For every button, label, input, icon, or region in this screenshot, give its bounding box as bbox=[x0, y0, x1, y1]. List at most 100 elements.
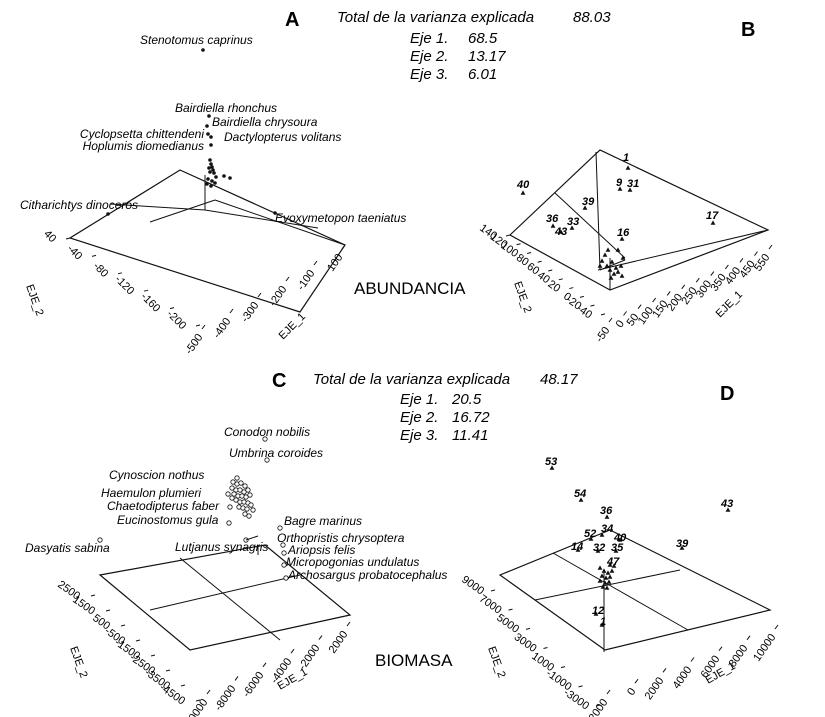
panel-c-x-tick-mark bbox=[206, 689, 211, 695]
panel-a-point-label: Bairdiella rhonchus bbox=[175, 101, 277, 115]
panel-a-point bbox=[210, 165, 214, 169]
panel-a-variance-axis-label: Eje 2. bbox=[410, 48, 448, 65]
panel-c-point bbox=[229, 485, 235, 491]
panel-b-point bbox=[615, 269, 621, 274]
panel-b-point bbox=[613, 265, 619, 270]
panel-d-point bbox=[604, 585, 610, 590]
panel-a-grid-line bbox=[204, 209, 319, 229]
panel-a-grid-line bbox=[214, 199, 346, 246]
panel-d-point bbox=[613, 548, 619, 553]
panel-b-grid-line bbox=[599, 259, 626, 271]
panel-b-point-label: 1 bbox=[623, 152, 629, 164]
panel-c-point bbox=[277, 525, 283, 531]
panel-b-point bbox=[550, 223, 556, 228]
panel-d-y-axis-label: EJE_2 bbox=[485, 645, 507, 680]
panel-c-point-label: Archosargus probatocephalus bbox=[287, 568, 447, 582]
panel-c-point bbox=[231, 491, 237, 497]
panel-b-point bbox=[710, 220, 716, 225]
panel-a-point bbox=[211, 168, 215, 172]
panel-d-point-label: 54 bbox=[574, 488, 586, 500]
panel-d-point bbox=[602, 580, 608, 585]
panel-a-point bbox=[213, 181, 217, 185]
panel-b-grid-line bbox=[595, 151, 601, 271]
panel-a-point bbox=[228, 176, 232, 180]
panel-b-point bbox=[520, 190, 526, 195]
panel-a-point bbox=[209, 184, 213, 188]
panel-c-variance-axis-value: 20.5 bbox=[451, 391, 482, 408]
panel-d-point-label: 36 bbox=[600, 505, 613, 517]
panel-b-x-tick-mark bbox=[768, 244, 773, 250]
panel-d-y-tick-label: -3000 bbox=[561, 686, 591, 712]
panel-c-x-tick-mark bbox=[346, 621, 351, 627]
panel-a-plot-frame bbox=[68, 169, 346, 313]
panel-d-point bbox=[606, 579, 612, 584]
panel-d-point bbox=[617, 537, 623, 542]
panel-b-point bbox=[597, 263, 603, 268]
panel-b-point bbox=[619, 236, 625, 241]
panel-b-point-label: 36 bbox=[546, 213, 559, 225]
panel-c-y-tick-mark bbox=[180, 684, 186, 687]
panel-d-x-tick-mark bbox=[634, 678, 639, 684]
panel-c-point bbox=[262, 436, 268, 442]
panel-c-variance-axis-value: 16.72 bbox=[452, 409, 490, 426]
panel-b-point bbox=[569, 225, 575, 230]
panel-c-y-tick-mark bbox=[90, 594, 96, 597]
panel-a-x-tick-label: -500 bbox=[183, 332, 205, 357]
panel-b-point bbox=[625, 165, 631, 170]
panel-b-point bbox=[618, 263, 624, 268]
panel-c-x-tick-mark bbox=[234, 676, 239, 681]
panel-b-y-tick-mark bbox=[600, 313, 606, 316]
panel-a-point bbox=[212, 171, 216, 175]
panel-b-point bbox=[627, 187, 633, 192]
panel-b-y-tick-mark bbox=[505, 234, 511, 237]
panel-d-y-tick-mark bbox=[525, 627, 531, 630]
panel-d-x-tick-mark bbox=[774, 624, 779, 630]
panel-a-y-tick-mark bbox=[91, 254, 97, 257]
panel-c-point bbox=[242, 483, 248, 489]
panel-c-x-tick-mark bbox=[262, 662, 267, 668]
panel-a-variance-total: 88.03 bbox=[573, 9, 611, 26]
panel-a-point bbox=[208, 170, 212, 174]
panel-c-point-label: Ariopsis felis bbox=[287, 543, 355, 557]
panel-d-y-tick-mark bbox=[595, 704, 601, 707]
panel-c-variance-title: Total de la varianza explicada bbox=[313, 371, 510, 388]
panel-b-x-tick-mark bbox=[652, 297, 657, 303]
panel-a-variance-axis-value: 13.17 bbox=[468, 48, 506, 65]
panel-a-point-label: Bairdiella chrysoura bbox=[212, 115, 318, 129]
panel-c-point bbox=[283, 575, 289, 581]
panel-b-grid-line bbox=[554, 192, 626, 259]
panel-d-point-label: 34 bbox=[601, 523, 613, 535]
panel-d-point bbox=[597, 565, 603, 570]
panel-a-point bbox=[209, 143, 213, 147]
panel-b-point bbox=[619, 273, 625, 278]
panel-b-x-tick-mark bbox=[695, 277, 700, 283]
panel-c-x-tick-label: -8000 bbox=[212, 683, 238, 713]
panel-a-variance-axis-value: 6.01 bbox=[468, 66, 497, 83]
panel-d-point-label: 52 bbox=[584, 528, 596, 540]
panel-a-y-tick-mark bbox=[169, 307, 175, 310]
panel-a-y-tick-label: -80 bbox=[91, 260, 111, 280]
panel-d-point bbox=[599, 622, 605, 627]
panel-b-point bbox=[602, 252, 608, 257]
panel-c-point bbox=[243, 494, 249, 500]
panel-c-point bbox=[234, 475, 240, 481]
panel-d-y-tick-mark bbox=[578, 685, 583, 688]
panel-a-x-tick-mark bbox=[229, 308, 234, 314]
panel-a-y-tick-label: -40 bbox=[65, 243, 85, 263]
panel-b-x-tick-mark bbox=[637, 304, 642, 310]
panel-c-point bbox=[241, 489, 247, 495]
panel-a-x-tick-label: -200 bbox=[267, 284, 289, 309]
panel-c-point bbox=[227, 504, 233, 510]
panel-c-x-tick-mark bbox=[290, 648, 295, 654]
panel-c-point bbox=[242, 511, 248, 517]
panel-d-point bbox=[609, 568, 615, 573]
panel-b-y-tick-mark bbox=[569, 287, 574, 290]
panel-c-y-tick-mark bbox=[105, 609, 111, 612]
panel-d-plot-frame bbox=[498, 529, 772, 651]
panel-a-point-label: Evoxymetopon taeniatus bbox=[275, 211, 406, 225]
panel-c-point bbox=[280, 542, 286, 548]
panel-c-point-label: Lutjanus synagris bbox=[175, 540, 268, 554]
panel-a-x-tick-mark bbox=[313, 260, 318, 266]
panel-d-y-tick-mark bbox=[543, 647, 548, 649]
